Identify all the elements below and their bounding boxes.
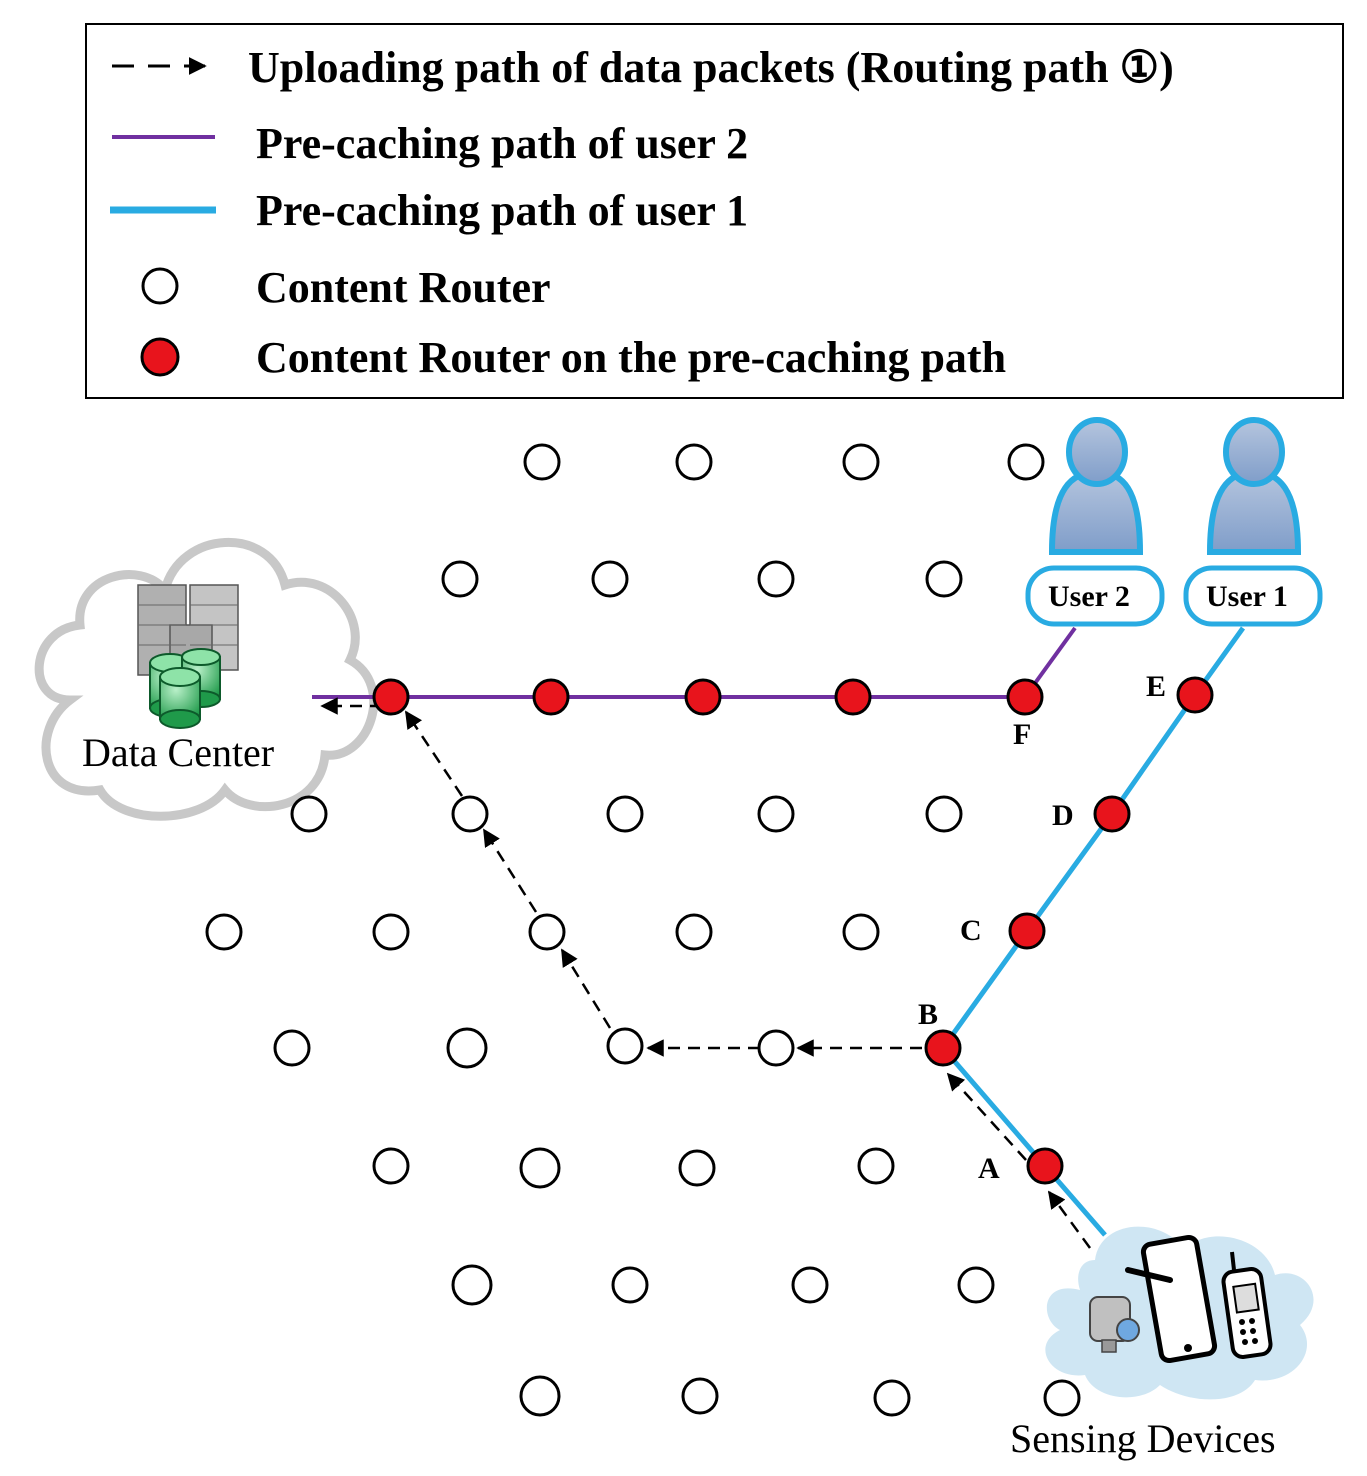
tablet-icon bbox=[1125, 1234, 1218, 1364]
node-label-d: D bbox=[1052, 799, 1074, 832]
content-router bbox=[451, 795, 489, 833]
pre-caching-router bbox=[834, 678, 872, 716]
user-2-label: User 2 bbox=[1048, 580, 1130, 613]
user-1: User 1 bbox=[1183, 417, 1323, 627]
legend-item-purple-path: Pre-caching path of user 2 bbox=[112, 119, 748, 168]
user-1-label: User 1 bbox=[1206, 580, 1288, 613]
content-router bbox=[842, 443, 880, 481]
data-center-cloud: Data Center bbox=[34, 537, 379, 821]
content-router bbox=[606, 1027, 644, 1065]
pre-caching-router-c bbox=[1008, 912, 1046, 950]
legend-item-blue-path: Pre-caching path of user 1 bbox=[110, 186, 748, 235]
uploading-segment bbox=[1047, 1190, 1092, 1249]
pre-caching-router bbox=[532, 678, 570, 716]
uploading-segment bbox=[482, 828, 538, 913]
legend-label-blue-path: Pre-caching path of user 1 bbox=[256, 186, 748, 235]
content-router bbox=[791, 1266, 829, 1304]
content-router bbox=[273, 1029, 311, 1067]
pre-caching-router-d bbox=[1093, 795, 1131, 833]
user-2: User 2 bbox=[1025, 417, 1165, 627]
node-label-f: F bbox=[1013, 718, 1031, 751]
pre-caching-router-f bbox=[1006, 678, 1044, 716]
legend-red-circle-icon bbox=[140, 337, 180, 377]
content-router bbox=[451, 1264, 493, 1306]
user-2-tag bbox=[1025, 565, 1165, 627]
legend-label-purple-path: Pre-caching path of user 2 bbox=[256, 119, 748, 168]
content-router bbox=[757, 560, 795, 598]
content-router bbox=[523, 443, 561, 481]
content-router bbox=[528, 913, 566, 951]
mobile-phone-icon bbox=[1221, 1251, 1273, 1359]
content-router bbox=[681, 1377, 719, 1415]
content-router bbox=[757, 795, 795, 833]
legend-label-uploading-path: Uploading path of data packets (Routing … bbox=[248, 43, 1174, 92]
camera-icon bbox=[1089, 1296, 1140, 1353]
content-router bbox=[675, 443, 713, 481]
legend-label-content-router: Content Router bbox=[256, 263, 551, 312]
legend: Uploading path of data packets (Routing … bbox=[85, 23, 1344, 399]
legend-label-red-router: Content Router on the pre-caching path bbox=[256, 333, 1006, 382]
legend-open-circle-icon bbox=[141, 267, 179, 305]
legend-box bbox=[85, 23, 1344, 399]
content-router bbox=[441, 560, 479, 598]
user-person-icon bbox=[1048, 417, 1144, 555]
content-router bbox=[290, 795, 328, 833]
content-router bbox=[372, 913, 410, 951]
user-person-icon bbox=[1206, 417, 1302, 555]
legend-item-red-router: Content Router on the pre-caching path bbox=[140, 333, 1006, 382]
content-router bbox=[675, 913, 713, 951]
content-router bbox=[519, 1375, 561, 1417]
node-label-e: E bbox=[1146, 670, 1166, 703]
content-router bbox=[678, 1149, 716, 1187]
content-router bbox=[842, 913, 880, 951]
content-router bbox=[857, 1147, 895, 1185]
content-router bbox=[446, 1027, 488, 1069]
sensing-devices-cloud: Sensing Devices bbox=[1010, 1226, 1314, 1461]
node-label-b: B bbox=[918, 998, 938, 1031]
user-1-tag bbox=[1183, 565, 1323, 627]
pre-caching-router bbox=[684, 678, 722, 716]
content-router bbox=[925, 560, 963, 598]
content-router bbox=[606, 795, 644, 833]
content-router bbox=[611, 1266, 649, 1304]
node-label-c: C bbox=[960, 914, 982, 947]
pre-caching-router bbox=[372, 678, 410, 716]
content-router bbox=[957, 1266, 995, 1304]
database-icon bbox=[149, 648, 221, 729]
content-routers bbox=[205, 443, 1081, 1417]
node-labels: F E D C B A bbox=[918, 670, 1166, 1185]
pre-caching-routers bbox=[372, 676, 1214, 1185]
node-label-a: A bbox=[978, 1152, 1000, 1185]
pre-caching-router-a bbox=[1026, 1147, 1064, 1185]
content-router bbox=[205, 913, 243, 951]
content-router bbox=[925, 795, 963, 833]
data-center-label: Data Center bbox=[82, 730, 274, 775]
content-router bbox=[372, 1147, 410, 1185]
uploading-segment bbox=[404, 710, 464, 797]
sensing-devices-label: Sensing Devices bbox=[1010, 1416, 1276, 1461]
legend-item-uploading-path: Uploading path of data packets (Routing … bbox=[112, 43, 1174, 92]
content-router bbox=[591, 560, 629, 598]
content-router bbox=[1043, 1379, 1081, 1417]
content-router bbox=[757, 1029, 795, 1067]
uploading-path bbox=[320, 697, 1092, 1249]
pre-caching-router-b bbox=[924, 1029, 962, 1067]
pre-caching-router-e bbox=[1176, 676, 1214, 714]
content-router bbox=[873, 1379, 911, 1417]
uploading-segment bbox=[560, 948, 612, 1029]
pre-caching-path-user-1 bbox=[939, 626, 1246, 1237]
content-router bbox=[519, 1147, 561, 1189]
legend-item-content-router: Content Router bbox=[141, 263, 551, 312]
uploading-segment bbox=[946, 1072, 1027, 1161]
content-router bbox=[1007, 443, 1045, 481]
